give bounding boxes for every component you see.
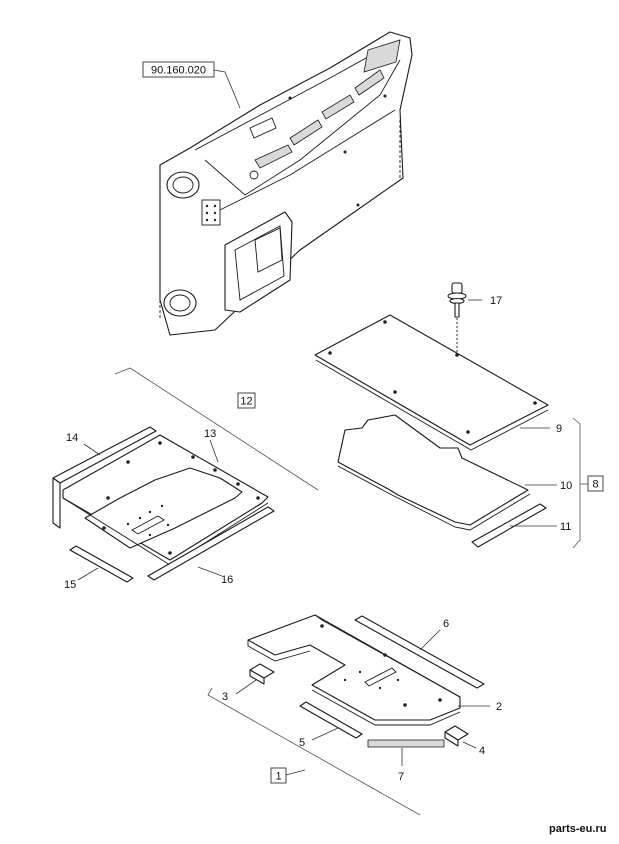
callout-3: 3 xyxy=(222,691,228,703)
part-9-cover-plate[interactable] xyxy=(314,314,550,451)
part-3-pad[interactable] xyxy=(235,663,275,695)
callout-10: 10 xyxy=(560,480,572,492)
callout-1-box[interactable]: 1 xyxy=(270,767,287,784)
group-1-outline xyxy=(207,687,421,816)
assembly-reference-text: 90.160.020 xyxy=(151,65,206,77)
part-2-base-gasket[interactable] xyxy=(247,614,490,726)
callout-12-box[interactable]: 12 xyxy=(237,392,256,409)
callout-13: 13 xyxy=(204,428,216,440)
callout-15: 15 xyxy=(64,579,76,591)
group-8-bracket xyxy=(572,417,588,549)
assembly-reference-label[interactable]: 90.160.020 xyxy=(142,61,241,109)
callout-1: 1 xyxy=(275,771,281,783)
callout-4: 4 xyxy=(479,745,485,757)
callout-14: 14 xyxy=(66,432,78,444)
callout-5: 5 xyxy=(299,737,305,749)
callout-12: 12 xyxy=(240,396,252,408)
callout-6: 6 xyxy=(443,618,449,630)
callout-9: 9 xyxy=(556,423,562,435)
part-5-strip[interactable] xyxy=(299,701,363,741)
callout-16: 16 xyxy=(221,574,233,586)
callout-8: 8 xyxy=(592,479,598,491)
group-12-outline xyxy=(114,367,319,491)
console-housing xyxy=(159,31,413,336)
callout-labels: 17 9 10 8 11 12 13 14 15 16 6 3 2 5 4 7 … xyxy=(64,295,604,784)
part-10-mat[interactable] xyxy=(337,414,557,531)
part-14-strip[interactable] xyxy=(52,426,157,529)
callout-8-box[interactable]: 8 xyxy=(587,475,604,492)
callout-2: 2 xyxy=(496,701,502,713)
part-15-strip[interactable] xyxy=(69,545,134,583)
part-7-strip[interactable] xyxy=(367,739,445,766)
callout-17: 17 xyxy=(490,295,502,307)
part-13-gasket[interactable] xyxy=(62,434,269,566)
part-17-bolt[interactable] xyxy=(447,282,482,352)
part-6-strip[interactable] xyxy=(354,615,485,689)
callout-7: 7 xyxy=(398,771,404,783)
part-4-pad[interactable] xyxy=(444,725,477,749)
part-11-strip[interactable] xyxy=(471,503,557,548)
part-16-strip[interactable] xyxy=(147,506,275,581)
callout-11: 11 xyxy=(560,521,571,533)
watermark-text: parts-eu.ru xyxy=(549,823,606,835)
